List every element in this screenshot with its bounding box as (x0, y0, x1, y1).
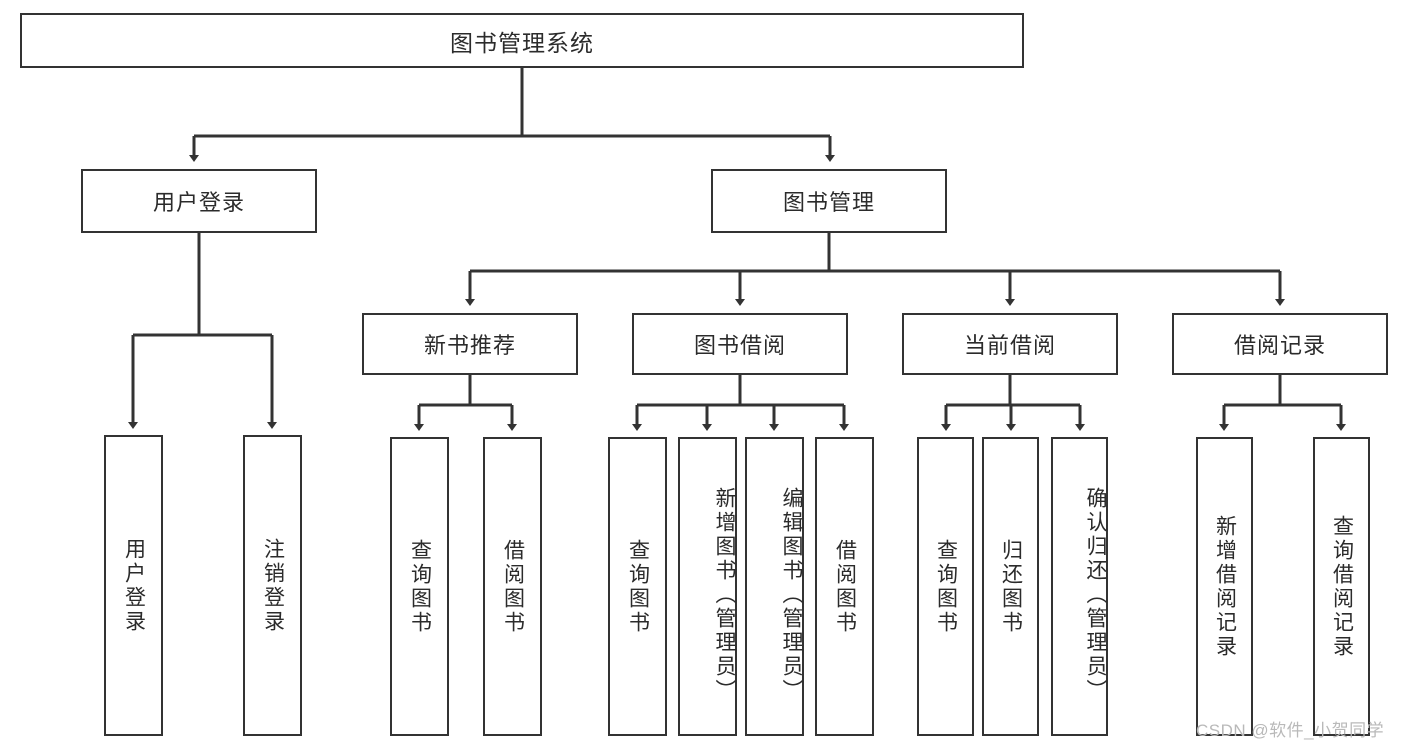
csdn-watermark: CSDN @软件_小贺同学 (1196, 721, 1385, 740)
node-current-borrow[interactable]: 当前借阅 (902, 313, 1118, 375)
leaf-borrow-borrow-book[interactable]: 借阅图书 (815, 437, 874, 736)
leaf-record-query-borrow-record[interactable]: 查询借阅记录 (1313, 437, 1370, 736)
leaf-borrow-edit-book-admin[interactable]: 编辑图书（管理员） (745, 437, 804, 736)
node-borrow-record[interactable]: 借阅记录 (1172, 313, 1388, 375)
leaf-current-confirm-return-admin[interactable]: 确认归还（管理员） (1051, 437, 1108, 736)
leaf-current-return-book[interactable]: 归还图书 (982, 437, 1039, 736)
leaf-borrow-query-book[interactable]: 查询图书 (608, 437, 667, 736)
node-user-login[interactable]: 用户登录 (81, 169, 317, 233)
leaf-newbook-query-book[interactable]: 查询图书 (390, 437, 449, 736)
leaf-newbook-borrow-book[interactable]: 借阅图书 (483, 437, 542, 736)
node-book-management[interactable]: 图书管理 (711, 169, 947, 233)
leaf-logout-login[interactable]: 注销登录 (243, 435, 302, 736)
node-new-book-recommend[interactable]: 新书推荐 (362, 313, 578, 375)
leaf-borrow-add-book-admin[interactable]: 新增图书（管理员） (678, 437, 737, 736)
node-root-book-management-system[interactable]: 图书管理系统 (20, 13, 1024, 68)
leaf-current-query-book[interactable]: 查询图书 (917, 437, 974, 736)
leaf-user-login[interactable]: 用户登录 (104, 435, 163, 736)
node-book-borrow[interactable]: 图书借阅 (632, 313, 848, 375)
leaf-record-add-borrow-record[interactable]: 新增借阅记录 (1196, 437, 1253, 736)
